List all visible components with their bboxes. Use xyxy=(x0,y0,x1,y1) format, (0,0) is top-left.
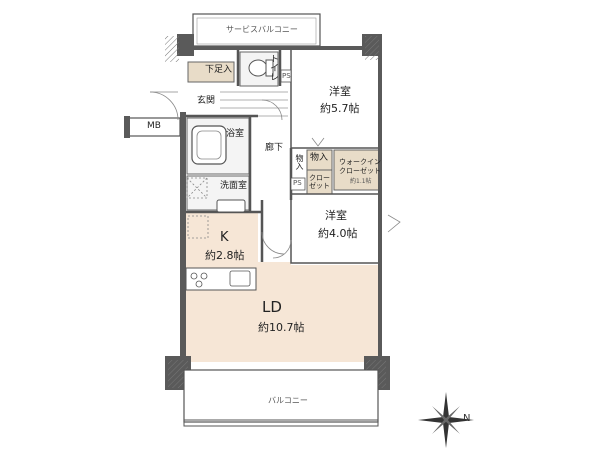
closet-label: クローゼット xyxy=(309,174,330,191)
bathtub xyxy=(191,125,227,165)
service-balcony-area xyxy=(192,13,321,47)
mb-label: MB xyxy=(147,121,161,131)
ps-top-label: PS xyxy=(282,72,291,80)
compass-north-label: N xyxy=(463,413,471,424)
walkin-closet-area: 約1.1帖 xyxy=(350,178,372,185)
door-swings xyxy=(149,91,401,259)
shoe-closet-label: 下足入 xyxy=(205,65,233,75)
balcony-label: バルコニー xyxy=(268,396,308,405)
balcony-rail xyxy=(183,419,379,427)
walkin-floor xyxy=(333,149,381,191)
ps-mid-label: PS xyxy=(293,179,302,187)
wash-basin xyxy=(216,199,246,213)
entrance-steps xyxy=(220,91,288,117)
corridor-label: 廊下 xyxy=(265,143,284,153)
kitchen-name: K xyxy=(220,230,229,245)
western-room-1-area: 約5.7帖 xyxy=(320,102,360,115)
bath-label: 浴室 xyxy=(226,129,245,139)
ps-box-mid xyxy=(290,177,306,191)
western-room-2-name: 洋室 xyxy=(325,209,347,222)
storage-label-left: 物入 xyxy=(295,154,304,170)
western-room-1 xyxy=(290,47,381,149)
washroom-label: 洗面室 xyxy=(220,181,248,191)
kitchen-counter xyxy=(185,267,257,291)
ld-name: LD xyxy=(262,298,282,316)
kitchen-area: 約2.8帖 xyxy=(205,249,245,262)
walkin-closet-label: ウォークインクローゼット xyxy=(339,158,381,176)
washing-machine-space xyxy=(186,177,208,199)
western-room-1-name: 洋室 xyxy=(329,85,351,98)
fridge-space xyxy=(187,215,209,239)
entrance-label: 玄関 xyxy=(197,96,216,106)
compass-icon xyxy=(418,392,474,448)
balcony-area xyxy=(183,369,379,423)
toilet-fixture xyxy=(248,59,274,77)
western-room-2-area: 約4.0帖 xyxy=(318,227,358,240)
shoe-closet-floor xyxy=(187,61,235,83)
western-room-2 xyxy=(290,193,381,264)
storage-label: 物入 xyxy=(310,153,329,163)
toilet-label: トイレ xyxy=(268,54,278,81)
ps-box-top xyxy=(280,69,292,83)
ld-area: 約10.7帖 xyxy=(258,321,305,334)
outer-walls xyxy=(165,34,390,390)
service-balcony-label: サービスバルコニー xyxy=(226,25,298,34)
